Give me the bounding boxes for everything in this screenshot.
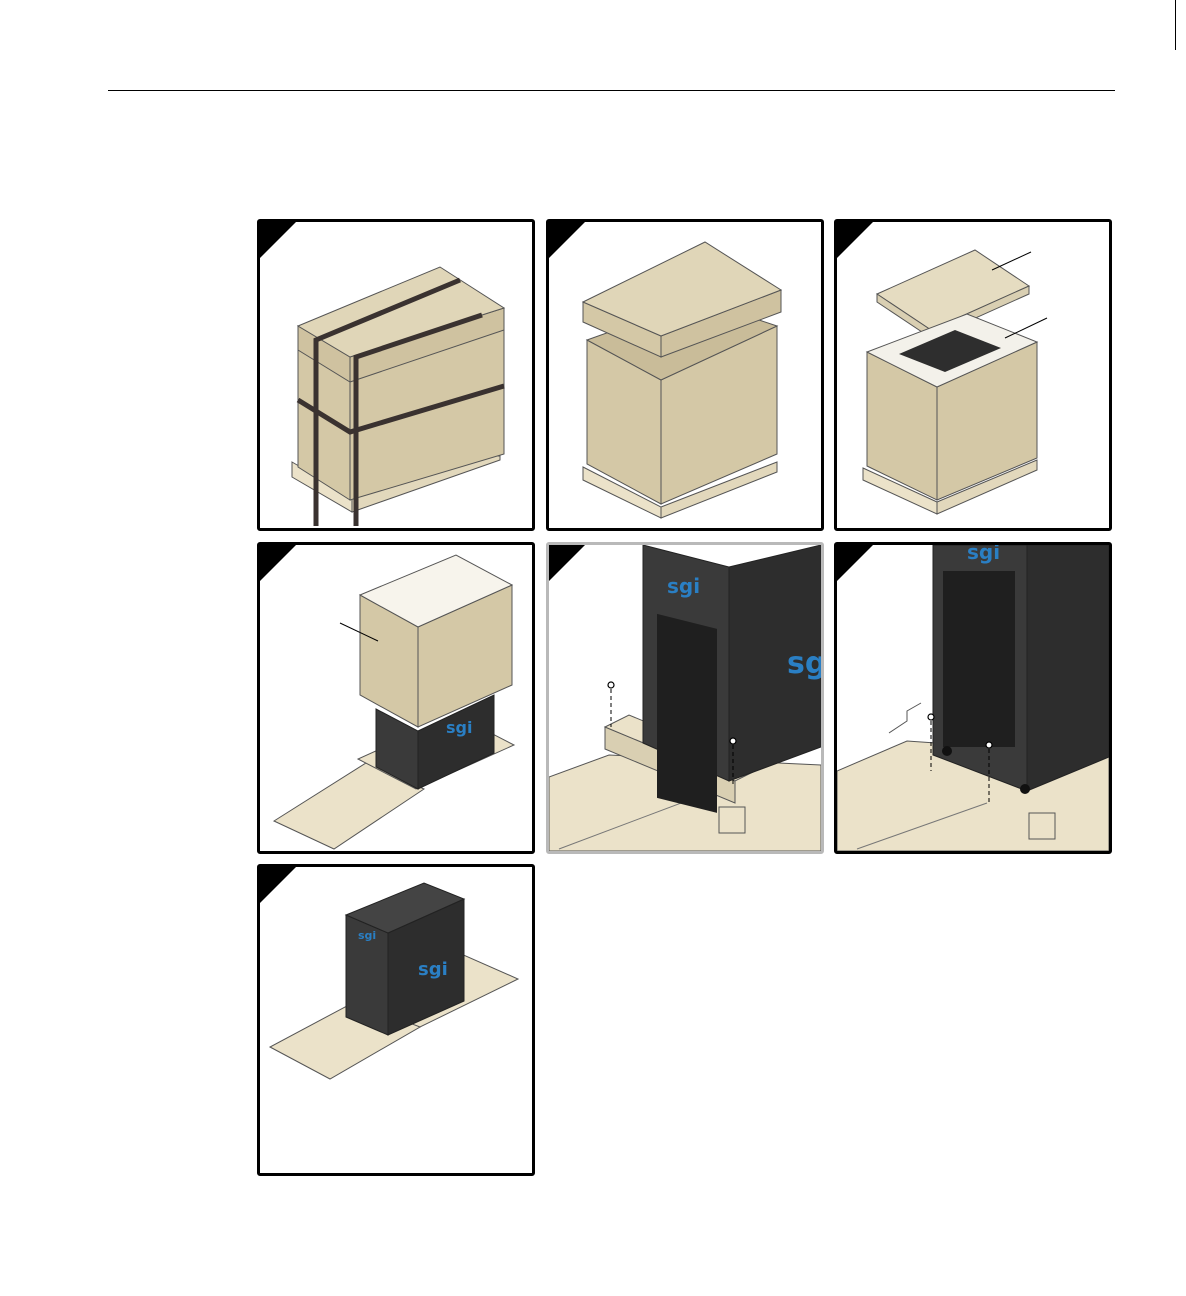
panel-1-illustration bbox=[260, 222, 532, 528]
callout-line bbox=[1005, 318, 1047, 338]
rack-door-vent bbox=[943, 571, 1015, 747]
page-edge-rule bbox=[1175, 0, 1176, 50]
bolt bbox=[608, 682, 614, 688]
pallet-block bbox=[1029, 813, 1055, 839]
bolt bbox=[730, 738, 736, 744]
step-corner-marker bbox=[549, 222, 585, 258]
rack-front-logo: sgi bbox=[358, 929, 376, 942]
panel-2 bbox=[546, 219, 824, 531]
panel-4-illustration: sgi bbox=[260, 545, 532, 851]
panel-7-illustration: sgi sgi bbox=[260, 867, 532, 1093]
rack-side-logo: sgi bbox=[418, 959, 448, 980]
rack-caster bbox=[942, 746, 952, 756]
rack-door-vent bbox=[657, 614, 717, 813]
panel-2-illustration bbox=[549, 222, 821, 528]
step-corner-marker bbox=[260, 222, 296, 258]
header-rule bbox=[108, 90, 1115, 91]
panel-3 bbox=[834, 219, 1112, 531]
rack-caster bbox=[1020, 784, 1030, 794]
rack-side bbox=[1027, 545, 1109, 791]
panel-6: sgi bbox=[834, 542, 1112, 854]
rack-front-logo: sgi bbox=[967, 545, 1000, 564]
rack-front-logo: sgi bbox=[667, 574, 700, 598]
step-corner-marker bbox=[549, 545, 585, 581]
panel-1 bbox=[257, 219, 535, 531]
step-corner-marker bbox=[260, 867, 296, 903]
panel-3-illustration bbox=[837, 222, 1109, 528]
pallet-block bbox=[719, 807, 745, 833]
panel-7: sgi sgi bbox=[257, 864, 535, 1176]
panel-5: sgi sgi bbox=[546, 542, 824, 854]
rack-side-logo: sgi bbox=[787, 646, 821, 681]
ramp-top bbox=[877, 250, 1029, 330]
panel-5-illustration: sgi sgi bbox=[549, 545, 821, 851]
bolt bbox=[986, 742, 992, 748]
panel-4: sgi bbox=[257, 542, 535, 854]
step-corner-marker bbox=[837, 545, 873, 581]
pallet-step bbox=[889, 703, 921, 733]
rack-logo: sgi bbox=[446, 718, 472, 737]
callout-line bbox=[992, 252, 1031, 270]
step-corner-marker bbox=[260, 545, 296, 581]
step-corner-marker bbox=[837, 222, 873, 258]
panel-6-illustration: sgi bbox=[837, 545, 1109, 851]
bolt bbox=[928, 714, 934, 720]
